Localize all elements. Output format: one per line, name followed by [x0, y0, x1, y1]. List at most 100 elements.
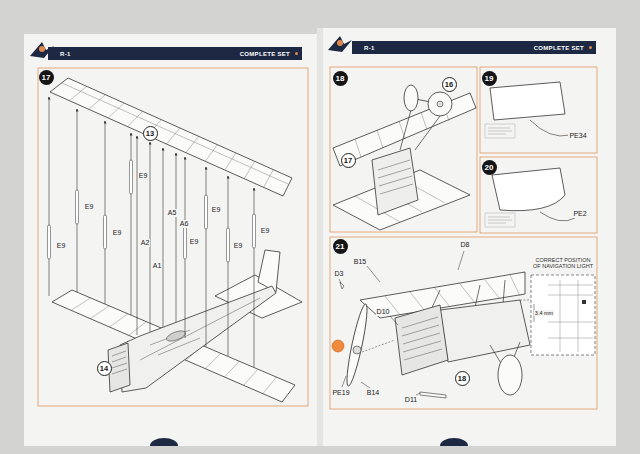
part-number: 18: [455, 371, 470, 386]
dimension-label: 3.4 mm: [534, 310, 554, 316]
leader-line: [367, 266, 380, 282]
part-label: A1: [152, 262, 163, 270]
inset-grid: [548, 280, 593, 352]
step-frames: [330, 67, 597, 409]
part-number: 14: [97, 361, 112, 376]
step-frame: [480, 67, 597, 153]
windscreen-part: [492, 168, 565, 211]
part-label: D3: [334, 270, 345, 278]
strut: [253, 214, 256, 248]
wheel: [498, 355, 522, 395]
leader-line: [342, 376, 346, 387]
header-band: R-1COMPLETE SET: [352, 41, 596, 54]
strut: [48, 225, 51, 259]
photo-etch-part: [530, 120, 570, 136]
number-text: 19: [485, 74, 494, 83]
part-label: PE2: [572, 210, 587, 218]
upper-wing: [50, 78, 292, 196]
step-number: 19: [482, 71, 497, 86]
strut: [205, 195, 208, 229]
strut: [227, 228, 230, 262]
note-lines: [488, 217, 512, 223]
step-number: 18: [333, 71, 348, 86]
part-label: B14: [366, 389, 380, 397]
photo-etch-part: [540, 212, 575, 221]
part-label: D8: [460, 241, 471, 249]
leader-line: [390, 316, 398, 325]
page-fold: [317, 28, 323, 446]
fuselage: [120, 286, 276, 392]
leader-line: [416, 393, 420, 395]
note-lines: [488, 128, 512, 134]
step-frame: [330, 67, 477, 232]
number-text: 13: [146, 129, 154, 138]
propeller: [343, 303, 370, 387]
number-text: 20: [485, 163, 494, 172]
strut-arrow: [131, 133, 132, 315]
small-part: [340, 282, 344, 289]
part-label: D11: [404, 396, 418, 404]
part-label: E9: [189, 238, 200, 246]
fuselage-detail: [140, 298, 260, 360]
strut-arrow: [254, 188, 255, 367]
part-label: E9: [112, 229, 123, 237]
step-frame: [38, 68, 308, 406]
step-frame: [480, 157, 597, 233]
number-text: 21: [336, 242, 345, 251]
part-label: A2: [140, 239, 151, 247]
header-text: COMPLETE SET: [240, 51, 290, 57]
strut: [104, 215, 107, 249]
brand-logo-dot: [337, 40, 343, 46]
strut-arrow: [185, 157, 186, 338]
part-label: E9: [138, 172, 149, 180]
strut-arrow: [137, 136, 138, 335]
wing-ribs: [62, 83, 288, 187]
number-text: 14: [100, 364, 108, 373]
leader-lines: [339, 251, 464, 395]
propeller-hub: [353, 346, 361, 354]
fuselage-front: [372, 148, 418, 215]
strut-arrow: [228, 176, 229, 356]
assembly-line: [362, 340, 395, 352]
strut-arrow: [49, 97, 50, 296]
fuselage: [440, 300, 530, 362]
glue-symbol: [332, 340, 344, 352]
part-label: A5: [167, 209, 178, 217]
strut-arrow: [176, 153, 177, 322]
note-box: [485, 213, 515, 227]
part-label: E9: [56, 242, 67, 250]
cowling-louvres: [402, 317, 442, 360]
number-text: 17: [42, 73, 51, 82]
part-label: PE34: [568, 132, 587, 140]
header-text: COMPLETE SET: [534, 45, 584, 51]
inset-pointer: [520, 300, 531, 301]
leader-line: [339, 279, 341, 283]
part-label: E9: [260, 227, 271, 235]
brand-logo: [328, 36, 352, 52]
strut-arrow: [206, 167, 207, 347]
part-label: E9: [233, 242, 244, 250]
left-page: [24, 34, 320, 446]
header-text: R-1: [60, 51, 71, 57]
page-tab: [150, 438, 178, 446]
cockpit: [165, 329, 187, 343]
leader-line: [361, 382, 370, 388]
header-band: R-1 COMPLETE SET: [48, 47, 302, 60]
strut-arrow: [77, 109, 78, 292]
part-number: 16: [442, 77, 457, 92]
number-text: 17: [344, 156, 352, 165]
undercarriage-struts: [400, 110, 440, 150]
cowling-louvres: [378, 160, 413, 194]
part-label: PE19: [331, 389, 350, 397]
part-label: B15: [353, 258, 367, 266]
strut-arrow: [105, 121, 106, 304]
strut-arrows: [49, 97, 254, 367]
windscreen-part: [490, 82, 565, 120]
wheel: [428, 92, 452, 116]
note-box: CORRECT POSITION OF NAVIGATION LIGHT: [531, 257, 595, 270]
right-page: [320, 28, 616, 446]
strut: [130, 160, 133, 194]
page-tab: [440, 438, 468, 446]
